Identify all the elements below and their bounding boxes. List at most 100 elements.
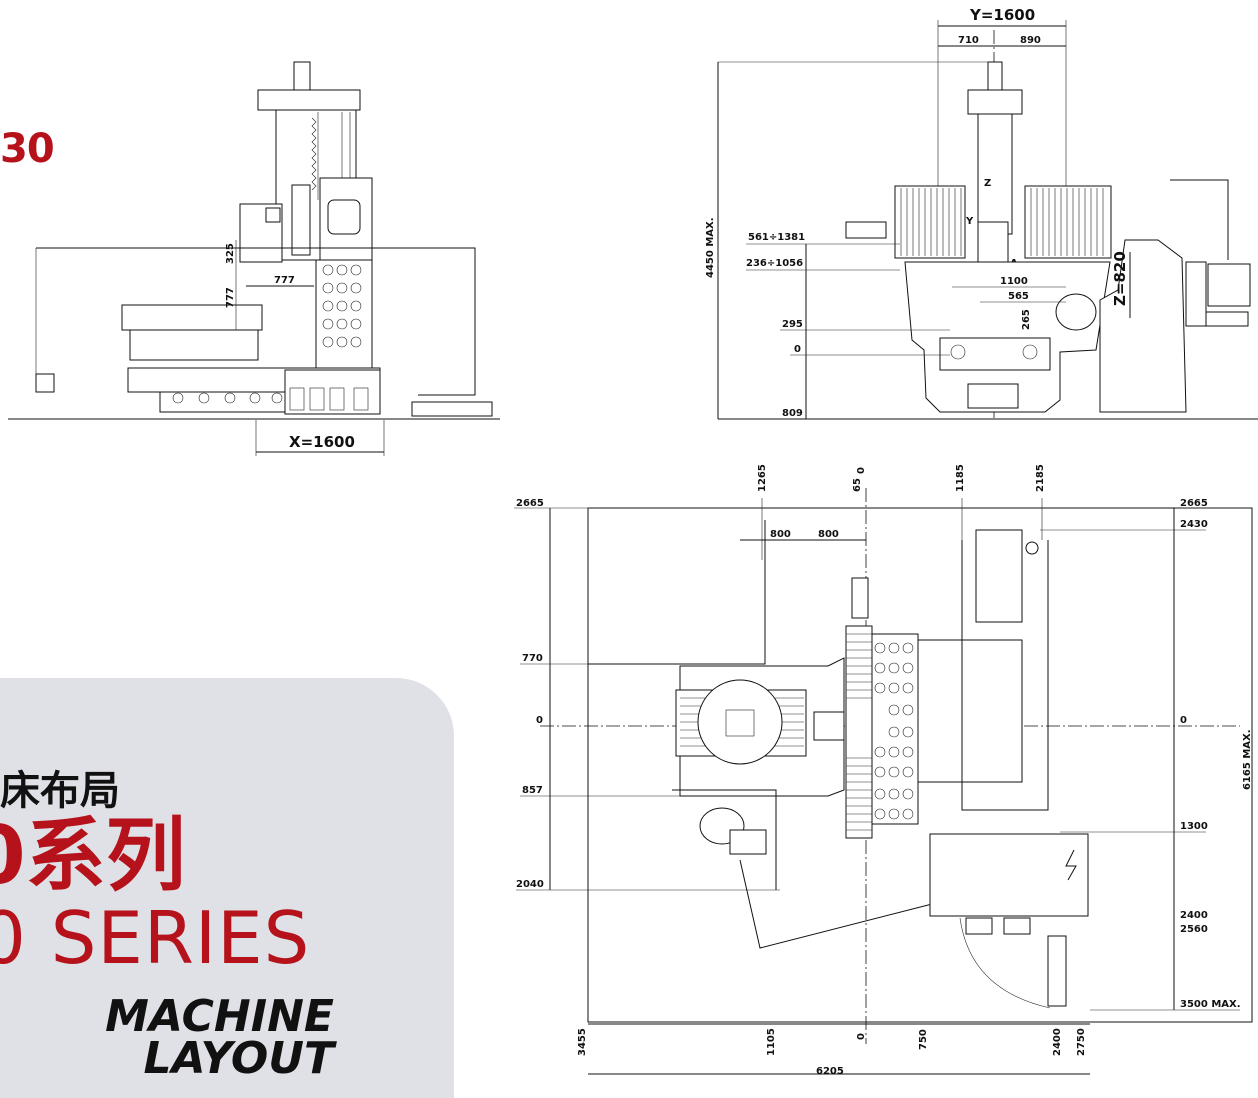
dim-1100: 1100 (1000, 276, 1028, 287)
side-ram (977, 113, 1013, 235)
front-table-top (121, 304, 263, 331)
dim-777v: 777 (225, 287, 236, 308)
side-base-slots (967, 383, 1019, 409)
side-ram-cap (967, 89, 1023, 115)
plan-rear-guard (961, 540, 1049, 811)
left-0: 0 (536, 715, 543, 726)
right-1300: 1300 (1180, 821, 1208, 832)
front-slide (291, 184, 311, 256)
side-view: Y=1600 710 890 Z Y A (705, 6, 1258, 420)
axis-z: Z (984, 178, 991, 189)
side-bellows-left (894, 185, 966, 259)
dim-777h: 777 (274, 275, 295, 286)
plan-rotary-table (697, 679, 783, 765)
plan-door-swing (959, 917, 1051, 1009)
top-2185: 2185 (1035, 464, 1046, 492)
side-motor (845, 221, 887, 239)
plan-bellows-folds (846, 633, 872, 831)
axis-y: Y (965, 216, 974, 227)
right-2430: 2430 (1180, 519, 1208, 530)
plan-view: 2665 770 0 857 2040 3455 1265 65 0 1185 … (514, 464, 1253, 1077)
title-cn: 床布局 (0, 768, 120, 814)
right-0: 0 (1180, 715, 1187, 726)
series-cn-prefix: 0 (0, 809, 26, 902)
top-1185: 1185 (955, 464, 966, 492)
series-en-prefix: 0 (0, 896, 27, 980)
dim-561: 561÷1381 (748, 232, 805, 243)
plan-panel-knob (1025, 541, 1039, 555)
plan-cabinet-box-b (1003, 917, 1031, 935)
left-770: 770 (522, 653, 543, 664)
right-6165: 6165 MAX. (1242, 729, 1253, 790)
side-cabinet (1099, 239, 1187, 413)
plan-pendant-arm (739, 859, 941, 949)
front-ballscrew (311, 117, 317, 191)
side-bellows-right (1024, 185, 1112, 259)
dim-265: 265 (1021, 309, 1032, 330)
plan-rotary-center (725, 709, 755, 737)
plan-pendant (729, 829, 767, 855)
subtitle-line1: MACHINE (105, 991, 334, 1042)
dim-295: 295 (782, 319, 803, 330)
side-bellows-folds (900, 188, 1104, 256)
side-rotary-head (1055, 293, 1097, 331)
plan-guard-left-top (588, 520, 766, 665)
front-column-lower (315, 259, 373, 369)
dim-800b: 800 (818, 529, 839, 540)
right-2665: 2665 (1180, 498, 1208, 509)
side-table (939, 337, 1051, 371)
front-base-block (284, 369, 381, 415)
bot-6205: 6205 (816, 1066, 844, 1077)
plan-spindle-head (813, 711, 845, 741)
plan-ram-top (851, 577, 869, 619)
right-3500: 3500 MAX. (1180, 999, 1241, 1010)
dim-800a: 800 (770, 529, 791, 540)
front-bed-lower (159, 391, 286, 413)
side-ram-top (987, 61, 1003, 91)
plan-cabinet-box-a (965, 917, 993, 935)
front-bed-holes (172, 392, 283, 404)
plan-operator-guard (672, 789, 777, 890)
dim-890: 890 (1020, 35, 1041, 46)
dim-325: 325 (225, 243, 236, 264)
plan-electrical-cabinet (929, 833, 1089, 917)
y-travel-label: Y=1600 (969, 6, 1035, 24)
series-cn: 0系列 (0, 812, 186, 900)
front-feet (411, 401, 493, 417)
right-2560: 2560 (1180, 924, 1208, 935)
top-65: 65 (852, 478, 863, 492)
dim-0: 0 (794, 344, 801, 355)
plan-control-cabinet (975, 529, 1023, 623)
bot-750: 750 (918, 1029, 929, 1050)
front-view: X=1600 777 325 777 (8, 61, 500, 456)
front-handwheel (35, 373, 55, 393)
front-spindle-top (293, 61, 311, 91)
plan-cabinet-unit (1047, 935, 1067, 1007)
dim-710: 710 (958, 35, 979, 46)
series-en-text: SERIES (50, 896, 311, 980)
side-spindle-head (977, 221, 1009, 263)
bot-2750: 2750 (1076, 1028, 1087, 1056)
front-table-body (129, 329, 259, 361)
dim-809: 809 (782, 408, 803, 419)
side-control-panel (1207, 263, 1251, 307)
plan-rear-cover (917, 639, 1023, 783)
front-column-cap (257, 89, 361, 111)
front-head-detail (265, 207, 281, 223)
height-max: 4450 MAX. (705, 217, 716, 278)
model-number: 30 (0, 126, 55, 172)
electrical-icon (1065, 849, 1077, 881)
side-hole-left (950, 344, 966, 360)
side-keyboard (1201, 311, 1249, 327)
side-panel-arm (1170, 179, 1229, 260)
x-travel-label: X=1600 (289, 433, 355, 451)
subtitle-line2: LAYOUT (143, 1033, 334, 1084)
plan-column-holes (874, 642, 914, 820)
side-panel-side (1185, 261, 1207, 327)
bot-2400: 2400 (1052, 1028, 1063, 1056)
left-2665: 2665 (516, 498, 544, 509)
bot-0: 0 (856, 1033, 867, 1040)
front-bolt-holes (322, 264, 362, 348)
